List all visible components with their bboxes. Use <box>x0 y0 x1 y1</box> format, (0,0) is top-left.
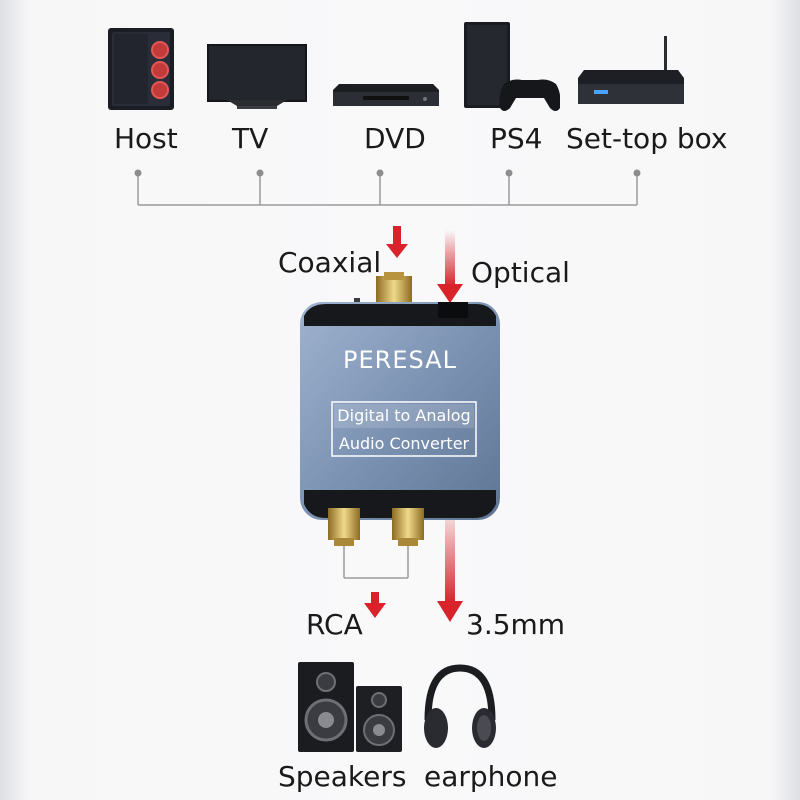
earphone-label: earphone <box>424 760 558 793</box>
source-bracket <box>137 173 638 206</box>
device-line1: Digital to Analog <box>337 406 471 425</box>
device-brand: PERESAL <box>343 346 457 374</box>
dvd-player-icon <box>333 84 439 110</box>
rca-bracket <box>343 546 409 579</box>
source-dot-stb <box>633 169 641 177</box>
source-label-ps4: PS4 <box>490 122 543 155</box>
jack-label: 3.5mm <box>466 608 566 641</box>
source-dot-ps4 <box>505 169 513 177</box>
speakers-label: Speakers <box>278 760 407 793</box>
tv-icon <box>207 44 307 114</box>
coaxial-label: Coaxial <box>278 246 382 279</box>
converter-device <box>298 272 502 552</box>
source-label-host: Host <box>114 122 178 155</box>
source-dot-tv <box>256 169 264 177</box>
source-label-stb: Set-top box <box>566 122 728 155</box>
optical-arrow <box>437 230 463 303</box>
source-label-tv: TV <box>232 122 269 155</box>
jack-arrow <box>437 518 463 622</box>
source-dot-host <box>134 169 142 177</box>
game-console-icon <box>464 22 560 114</box>
rca-arrow <box>364 592 386 618</box>
source-dot-dvd <box>376 169 384 177</box>
source-label-dvd: DVD <box>364 122 426 155</box>
set-top-box-icon <box>578 36 686 112</box>
rca-label: RCA <box>306 608 363 641</box>
coaxial-arrow <box>386 226 408 258</box>
pc-tower-icon <box>108 28 174 110</box>
optical-label: Optical <box>471 256 570 289</box>
speakers-icon <box>298 660 406 754</box>
device-line2: Audio Converter <box>338 434 470 453</box>
headphones-icon <box>420 664 500 754</box>
